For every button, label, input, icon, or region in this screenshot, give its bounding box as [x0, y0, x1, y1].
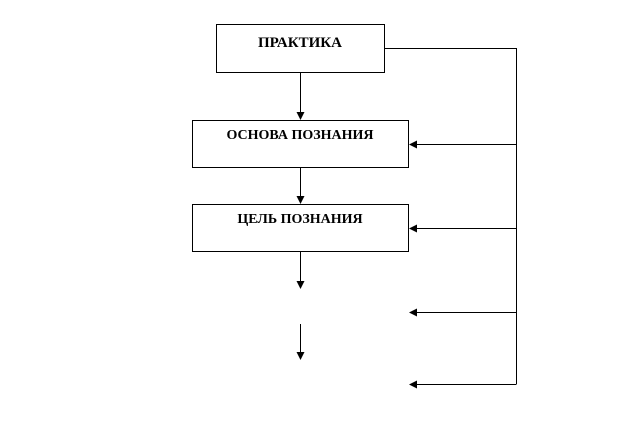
node-box-practice [216, 24, 385, 73]
feedback-trunk-line [385, 48, 517, 385]
node-box-goal [192, 204, 409, 252]
node-box-basis [192, 120, 409, 168]
node-label-basis: ОСНОВА ПОЗНАНИЯ [226, 128, 373, 143]
node-label-goal: ЦЕЛЬ ПОЗНАНИЯ [237, 212, 362, 227]
node-label-practice: ПРАКТИКА [258, 35, 342, 51]
